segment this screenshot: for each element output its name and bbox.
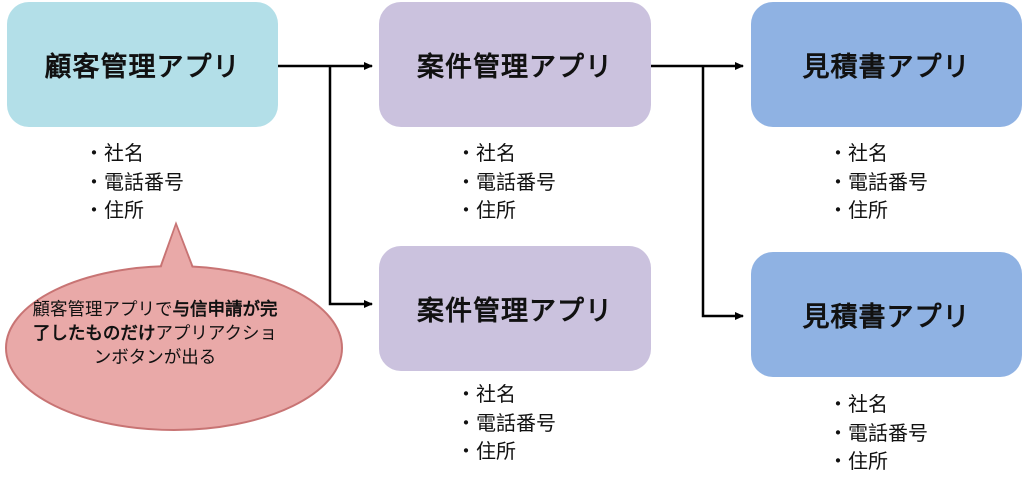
estimate-app-box-bottom: 見積書アプリ bbox=[751, 252, 1022, 377]
connector-customer-project-bottom bbox=[328, 66, 373, 308]
field-item: 住所 bbox=[84, 196, 184, 225]
estimate-app-fields-bottom: 社名 電話番号 住所 bbox=[828, 390, 928, 476]
estimate-app-box-top: 見積書アプリ bbox=[751, 2, 1022, 127]
estimate-app-title-bottom: 見積書アプリ bbox=[802, 302, 971, 333]
callout-text: 顧客管理アプリで与信申請が完了したものだけアプリアクションボタンが出る bbox=[30, 298, 280, 370]
field-item: 電話番号 bbox=[828, 168, 928, 197]
field-item: 電話番号 bbox=[828, 419, 928, 448]
estimate-app-title-top: 見積書アプリ bbox=[802, 52, 971, 83]
field-item: 電話番号 bbox=[456, 409, 556, 438]
field-item: 電話番号 bbox=[456, 168, 556, 197]
connector-project-estimate-bottom bbox=[701, 66, 744, 320]
field-item: 住所 bbox=[456, 196, 556, 225]
field-item: 社名 bbox=[456, 380, 556, 409]
customer-app-title: 顧客管理アプリ bbox=[44, 52, 241, 83]
field-item: 住所 bbox=[828, 196, 928, 225]
field-item: 社名 bbox=[84, 139, 184, 168]
customer-app-box: 顧客管理アプリ bbox=[7, 2, 278, 127]
field-item: 住所 bbox=[828, 447, 928, 476]
callout-text-part1: 顧客管理アプリで bbox=[32, 300, 173, 320]
field-item: 電話番号 bbox=[84, 168, 184, 197]
callout-bubble bbox=[5, 221, 343, 431]
project-app-title-bottom: 案件管理アプリ bbox=[417, 296, 613, 327]
callout-text-bold: 与信申請が完了したものだけ bbox=[32, 300, 278, 344]
customer-app-fields: 社名 電話番号 住所 bbox=[84, 139, 184, 225]
project-app-box-bottom: 案件管理アプリ bbox=[379, 246, 651, 371]
project-app-title-top: 案件管理アプリ bbox=[417, 52, 613, 83]
field-item: 社名 bbox=[456, 139, 556, 168]
project-app-fields-top: 社名 電話番号 住所 bbox=[456, 139, 556, 225]
field-item: 社名 bbox=[828, 139, 928, 168]
field-item: 社名 bbox=[828, 390, 928, 419]
project-app-box-top: 案件管理アプリ bbox=[379, 2, 651, 127]
project-app-fields-bottom: 社名 電話番号 住所 bbox=[456, 380, 556, 466]
estimate-app-fields-top: 社名 電話番号 住所 bbox=[828, 139, 928, 225]
callout-text-part3: アプリアクションボタンが出る bbox=[93, 324, 278, 368]
field-item: 住所 bbox=[456, 437, 556, 466]
